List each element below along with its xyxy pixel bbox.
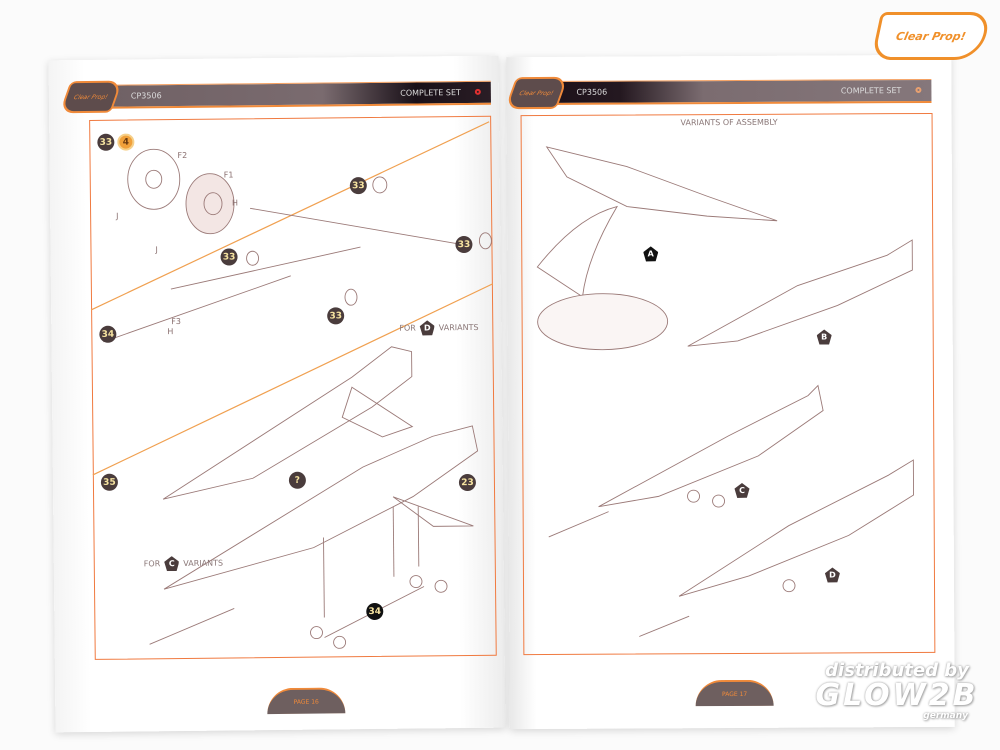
part-label-h: H (167, 327, 174, 337)
watermark-line2: GLOW2B (815, 678, 979, 713)
variant-d-badge: D (420, 320, 435, 335)
paint-ref-badge: 4 (117, 133, 135, 151)
missile-c-outline (163, 425, 479, 590)
divider-line (92, 283, 494, 476)
missile-d-outline (162, 346, 413, 500)
wheel-hub-part (127, 148, 181, 210)
ref-23-badge: 23 (458, 473, 477, 492)
note-suffix: VARIANTS (183, 558, 224, 568)
display-stand (536, 205, 618, 298)
left-page: Clear Prop! CP3506 COMPLETE SET (48, 55, 506, 733)
divider-line (90, 121, 490, 311)
variant-c-badge: C (164, 556, 179, 571)
part-label-j: J (116, 211, 119, 221)
note-prefix: FOR (143, 559, 161, 569)
step-33-badge: 33 (327, 307, 345, 325)
for-d-variants-note: FOR D VARIANTS (399, 320, 479, 336)
step-33-badge: 33 (455, 235, 473, 254)
wheel-tire-part (185, 173, 235, 235)
clear-prop-logo: Clear Prop! (870, 12, 992, 60)
distributor-watermark: distributed by GLOW2B germany (812, 660, 982, 721)
variants-drawing (536, 146, 914, 637)
watermark-line1: distributed by (825, 660, 969, 681)
page-number: PAGE 17 (695, 679, 774, 707)
unknown-ref-badge: ? (288, 471, 306, 489)
for-c-variants-note: FOR C VARIANTS (144, 556, 223, 572)
step-33-badge: 33 (220, 248, 238, 266)
part-label-f3: F3 (171, 317, 181, 327)
step-35-badge: 35 (100, 473, 119, 491)
assembly-drawing (90, 121, 494, 649)
step-33-badge: 33 (349, 177, 367, 195)
page-number: PAGE 16 (267, 687, 346, 715)
part-label-f2: F2 (177, 150, 188, 161)
note-suffix: VARIANTS (438, 322, 479, 333)
part-label-h: H (231, 198, 239, 208)
note-prefix: FOR (399, 323, 416, 333)
missile-a-outline (545, 146, 778, 222)
right-page: Clear Prop! CP3506 COMPLETE SET VARIANTS… (504, 54, 955, 730)
part-label-j: J (155, 245, 158, 255)
stand-base (537, 293, 669, 351)
part-label-f1: F1 (223, 170, 234, 180)
missile-b-outline (687, 239, 913, 347)
missile-d-outline (678, 459, 914, 597)
step-34-badge: 34 (99, 325, 117, 343)
watermark-line3: germany (923, 711, 968, 721)
missile-c-outline (598, 384, 824, 508)
step-34-badge: 34 (366, 602, 384, 621)
step-33-badge: 33 (97, 133, 115, 151)
